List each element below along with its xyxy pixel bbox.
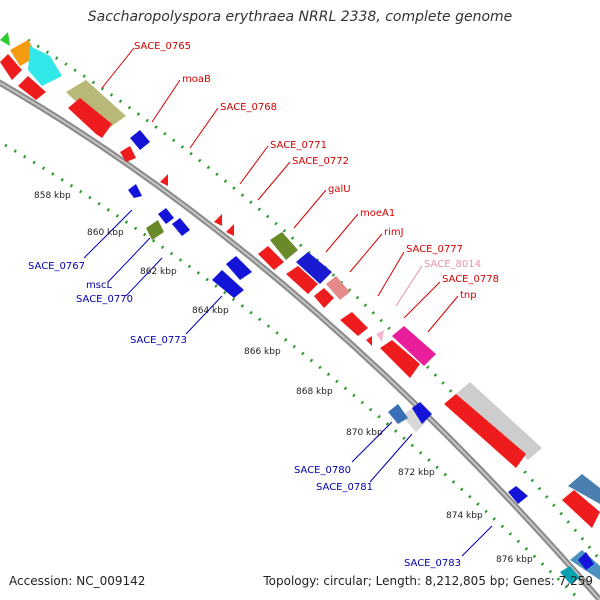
feature-mscl-olive bbox=[146, 220, 164, 240]
feature-red-1 bbox=[0, 54, 22, 80]
tick-label: 858 kbp bbox=[34, 191, 71, 201]
feature-red-long bbox=[444, 394, 526, 468]
feature-sace8014 bbox=[376, 330, 384, 342]
tick-label: 874 kbp bbox=[446, 511, 483, 521]
gene-label-sace0771: SACE_0771 bbox=[270, 140, 327, 151]
feature-tnp-magenta bbox=[392, 326, 436, 366]
tick-label: 868 kbp bbox=[296, 387, 333, 397]
feature-grey-large bbox=[456, 382, 542, 460]
gene-label-galu: galU bbox=[328, 184, 351, 195]
tick-label: 866 kbp bbox=[244, 347, 281, 357]
feature-red-sm-1 bbox=[160, 174, 168, 186]
gene-label-moea1: moeA1 bbox=[360, 208, 395, 219]
feature-galu-green bbox=[270, 232, 298, 260]
genome-backbone bbox=[0, 79, 600, 600]
feature-sace0765-olive bbox=[66, 80, 126, 130]
feature-blue-right-1 bbox=[578, 552, 594, 570]
tick-label: 872 kbp bbox=[398, 468, 435, 478]
topology-text: Topology: circular; Length: 8,212,805 bp… bbox=[263, 574, 593, 588]
tick-label: 876 kbp bbox=[496, 555, 533, 565]
feature-blue-0773-a bbox=[226, 256, 252, 280]
light-features bbox=[376, 330, 426, 432]
feature-blue-0783 bbox=[508, 486, 528, 504]
feature-blue-right-2 bbox=[560, 566, 580, 584]
feature-blue-0773-b bbox=[212, 270, 244, 298]
lower-gene-labels: SACE_0767 mscL SACE_0770 SACE_0773 SACE_… bbox=[28, 261, 461, 569]
feature-blue-0780 bbox=[388, 404, 408, 424]
gene-label-sace0765: SACE_0765 bbox=[134, 41, 191, 52]
map-title: Saccharopolyspora erythraea NRRL 2338, c… bbox=[87, 9, 513, 25]
feature-red-right bbox=[562, 490, 600, 528]
tick-labels: 858 kbp 860 kbp 862 kbp 864 kbp 866 kbp … bbox=[34, 191, 533, 565]
feature-steelblue bbox=[568, 474, 600, 504]
gene-label-moab: moaB bbox=[182, 74, 211, 85]
feature-blue-0767 bbox=[128, 184, 142, 198]
feature-cyan bbox=[28, 46, 62, 86]
feature-red-galu bbox=[258, 246, 284, 270]
feature-red-0777 bbox=[340, 312, 368, 336]
tick-label: 870 kbp bbox=[346, 428, 383, 438]
gene-label-tnp: tnp bbox=[460, 290, 477, 301]
gene-label-sace0772: SACE_0772 bbox=[292, 156, 349, 167]
feature-red-2 bbox=[18, 76, 46, 100]
feature-red-moea1 bbox=[286, 266, 318, 294]
gene-label-sace0783: SACE_0783 bbox=[404, 558, 461, 569]
feature-red-sm-3 bbox=[226, 224, 234, 236]
feature-red-sace0765 bbox=[68, 98, 112, 138]
gene-label-sace0778: SACE_0778 bbox=[442, 274, 499, 285]
gene-label-sace0781: SACE_0781 bbox=[316, 482, 373, 493]
blue-features bbox=[128, 130, 594, 584]
feature-rimj-pink bbox=[326, 276, 350, 300]
tick-label: 864 kbp bbox=[192, 306, 229, 316]
gene-label-rimj: rimJ bbox=[384, 227, 404, 238]
feature-blue-0781 bbox=[412, 402, 432, 424]
upper-gene-labels: SACE_0765 moaB SACE_0768 SACE_0771 SACE_… bbox=[134, 41, 499, 301]
feature-red-sm-2 bbox=[214, 214, 222, 226]
feature-red-moab bbox=[120, 146, 136, 162]
accession-text: Accession: NC_009142 bbox=[9, 574, 146, 588]
feature-blue-moab bbox=[130, 130, 150, 150]
gene-label-sace0768: SACE_0768 bbox=[220, 102, 277, 113]
feature-blue-mscl-1 bbox=[158, 208, 174, 224]
tick-label: 862 kbp bbox=[140, 267, 177, 277]
feature-moea1-blue bbox=[296, 252, 332, 284]
feature-red-rimj bbox=[314, 288, 334, 308]
gene-label-sace0767: SACE_0767 bbox=[28, 261, 85, 272]
feature-red-tnp-b bbox=[380, 340, 420, 378]
gene-label-sace0770: SACE_0770 bbox=[76, 294, 133, 305]
gene-label-mscl: mscL bbox=[86, 280, 112, 291]
leader-lines bbox=[83, 47, 493, 557]
tick-label: 860 kbp bbox=[87, 228, 124, 238]
feature-blue-mscl-2 bbox=[172, 218, 190, 236]
gene-label-sace0773: SACE_0773 bbox=[130, 335, 187, 346]
gene-label-sace8014: SACE_8014 bbox=[424, 259, 481, 270]
gene-label-sace0777: SACE_0777 bbox=[406, 244, 463, 255]
red-features bbox=[0, 54, 600, 528]
feature-red-tnp-a bbox=[366, 336, 372, 346]
feature-lightgrey-870 bbox=[402, 408, 426, 432]
feature-green-left bbox=[0, 32, 10, 46]
gene-label-sace0780: SACE_0780 bbox=[294, 465, 351, 476]
